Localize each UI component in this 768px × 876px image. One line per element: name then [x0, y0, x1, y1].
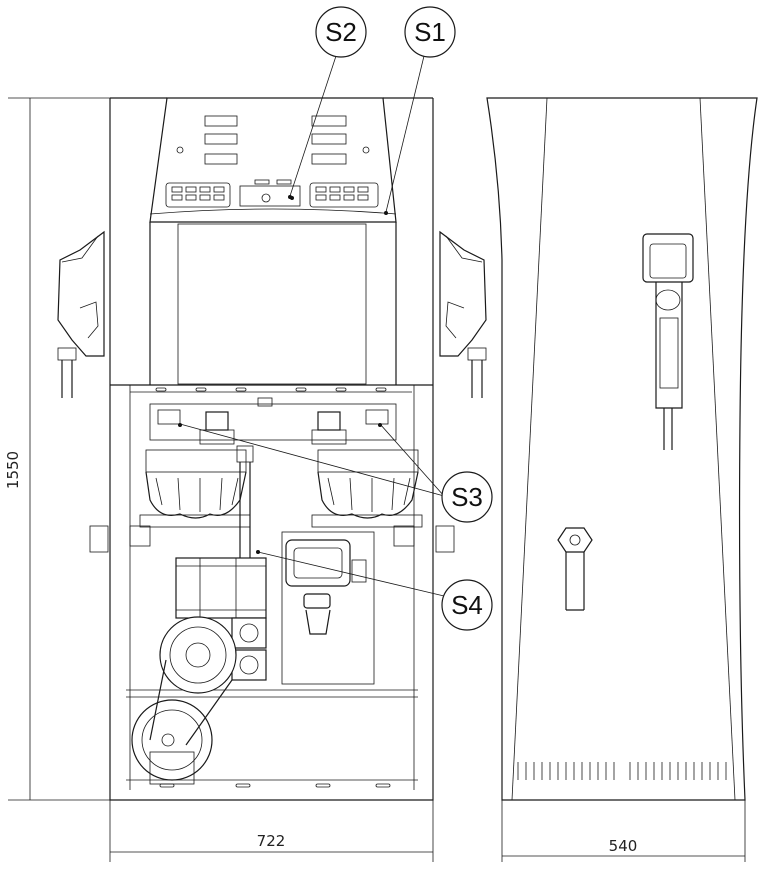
callout-s4: S4: [441, 579, 493, 631]
left-nozzle: [57, 230, 105, 398]
side-width-dimension-label: 540: [609, 837, 638, 855]
callout-s2-label: S2: [325, 17, 357, 47]
callout-s1-label: S1: [414, 17, 446, 47]
right-nozzle: [439, 230, 487, 398]
callout-s2: S2: [315, 6, 367, 58]
side-view: [486, 97, 758, 801]
left-meter: [139, 449, 251, 528]
height-dimension-label: 1550: [4, 451, 22, 489]
callout-s3-label: S3: [451, 482, 483, 512]
right-meter: [311, 449, 423, 528]
front-view: [57, 97, 487, 801]
callout-s4-label: S4: [451, 590, 483, 620]
callout-leaders: [178, 55, 445, 597]
callout-s3: S3: [441, 471, 493, 523]
vent-louvres: [517, 762, 727, 780]
callout-s1: S1: [404, 6, 456, 58]
front-width-dimension-label: 722: [257, 832, 286, 850]
dimension-lines: [8, 97, 746, 862]
